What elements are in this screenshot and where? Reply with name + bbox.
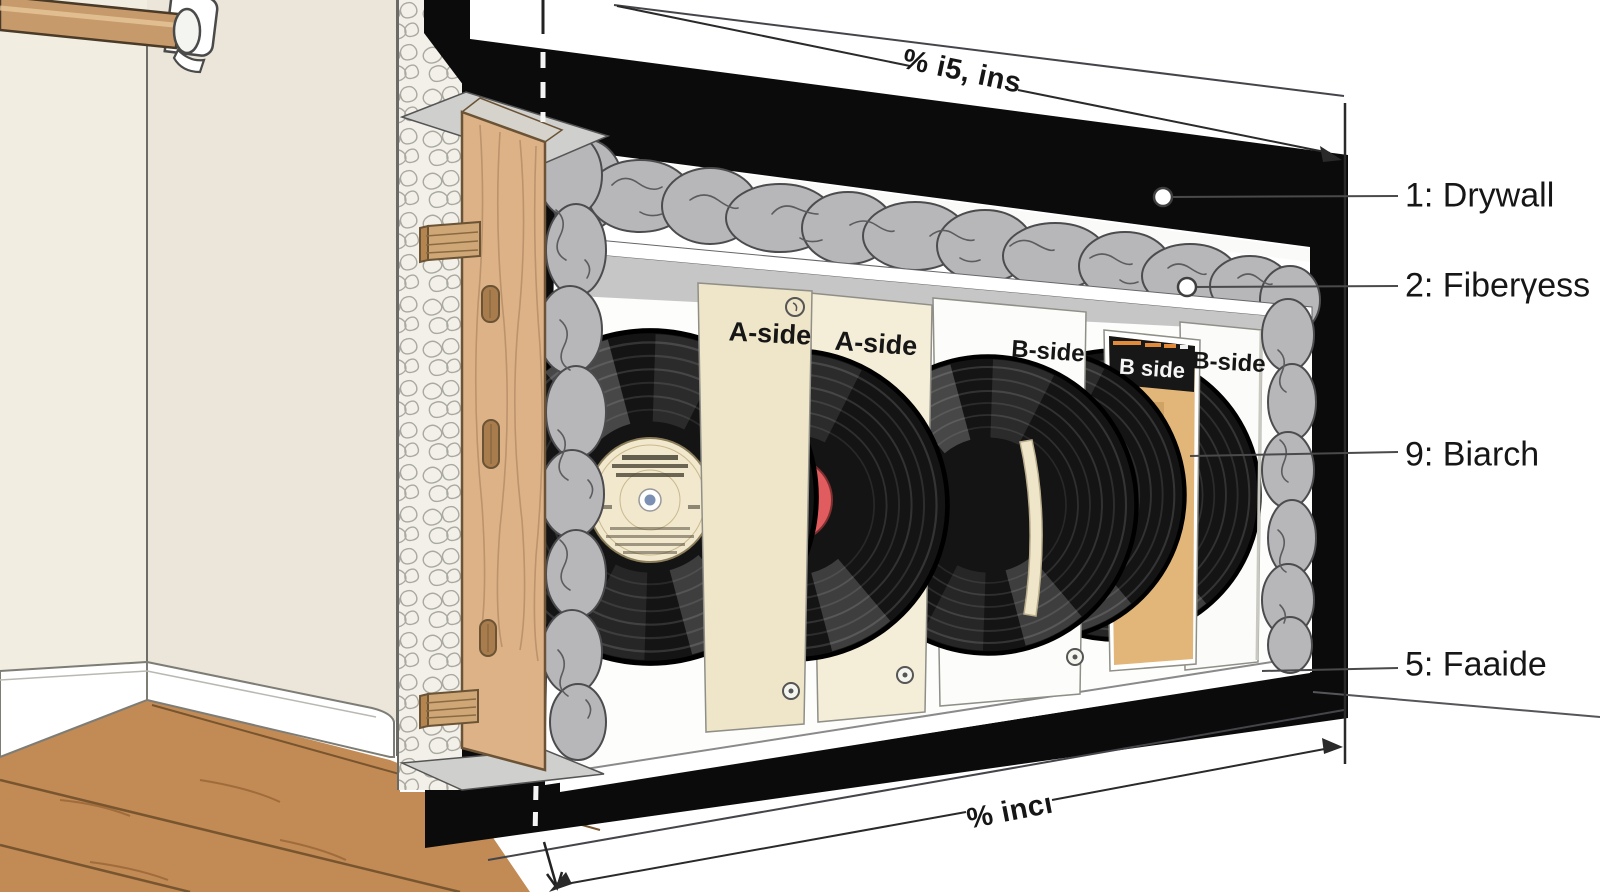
- dowel-notches: [479, 285, 500, 657]
- sleeve-5-edge: [1255, 330, 1263, 661]
- leader-line-1: [1167, 195, 1399, 198]
- sleeve-label-a-side-1: A-side: [728, 316, 813, 351]
- record-label: [587, 437, 713, 563]
- logo-icon: [785, 297, 805, 317]
- sleeve-label-b-side-2: B-side: [1191, 347, 1267, 378]
- album-tiny-text: [1113, 341, 1188, 349]
- callout-dot-1: [1152, 186, 1174, 208]
- wall-front-face: [147, 0, 397, 722]
- leader-lines: [1167, 195, 1399, 672]
- callout-dot-2: [1176, 276, 1198, 298]
- arrowhead-right-icon: [1322, 738, 1343, 754]
- right-insulation-column: [1261, 298, 1317, 674]
- stud-assembly: [397, 0, 611, 791]
- wall-left-face: [0, 0, 147, 700]
- sleeve-label-b-side-1: B-side: [1010, 335, 1086, 368]
- wood-stud: [460, 97, 564, 772]
- sleeve-label-a-side-2: A-side: [833, 325, 919, 362]
- annotations: [487, 0, 1600, 892]
- room-interior: [0, 0, 601, 892]
- leader-line-2: [1191, 285, 1399, 288]
- center-dashed-line: [532, 0, 564, 891]
- wood-floor: [0, 698, 601, 892]
- dimension-line-bottom: [549, 738, 1343, 892]
- arrowhead-left-icon: [549, 872, 572, 892]
- leader-line-3: [1189, 451, 1399, 457]
- left-insulation-column: [537, 132, 607, 761]
- album-top-band: [1109, 336, 1195, 392]
- inner-sleeve-edge: [1019, 439, 1043, 617]
- callout-label-fiberglass: 2: Fiberγess: [1405, 266, 1591, 305]
- sleeve-label-b-side-album: B side: [1118, 353, 1186, 384]
- arrowhead-right-icon: [1320, 146, 1342, 162]
- drywall-top-edge: [613, 4, 1345, 97]
- baseboard: [0, 660, 395, 759]
- curtain-rod: [0, 0, 219, 74]
- rod-bracket-collar: [172, 7, 202, 55]
- callout-label-facade: 5: Faaide: [1405, 645, 1547, 684]
- sleeve-1: [697, 282, 813, 733]
- screw-icon: [1066, 648, 1084, 666]
- inner-top-underside: [576, 253, 1312, 333]
- rod-bracket-curl: [172, 48, 206, 74]
- callout-label-birch: 9: Biarch: [1405, 435, 1540, 474]
- record-lineup: [484, 282, 1263, 733]
- drywall-bottom-edge-right: [1312, 691, 1600, 718]
- drywall-bottom-edge: [487, 709, 1345, 861]
- leader-line-4: [1261, 667, 1399, 672]
- frame-left-corner: [424, 0, 470, 94]
- callout-label-drywall: 1: Drywall: [1405, 176, 1555, 215]
- stud-peg-lower: [419, 688, 479, 730]
- dimension-line-top: [616, 5, 1342, 162]
- stud-peg-upper: [419, 220, 481, 264]
- screw-icon: [782, 682, 800, 700]
- screw-icon: [896, 666, 914, 684]
- shelf-ledge: [560, 656, 1310, 791]
